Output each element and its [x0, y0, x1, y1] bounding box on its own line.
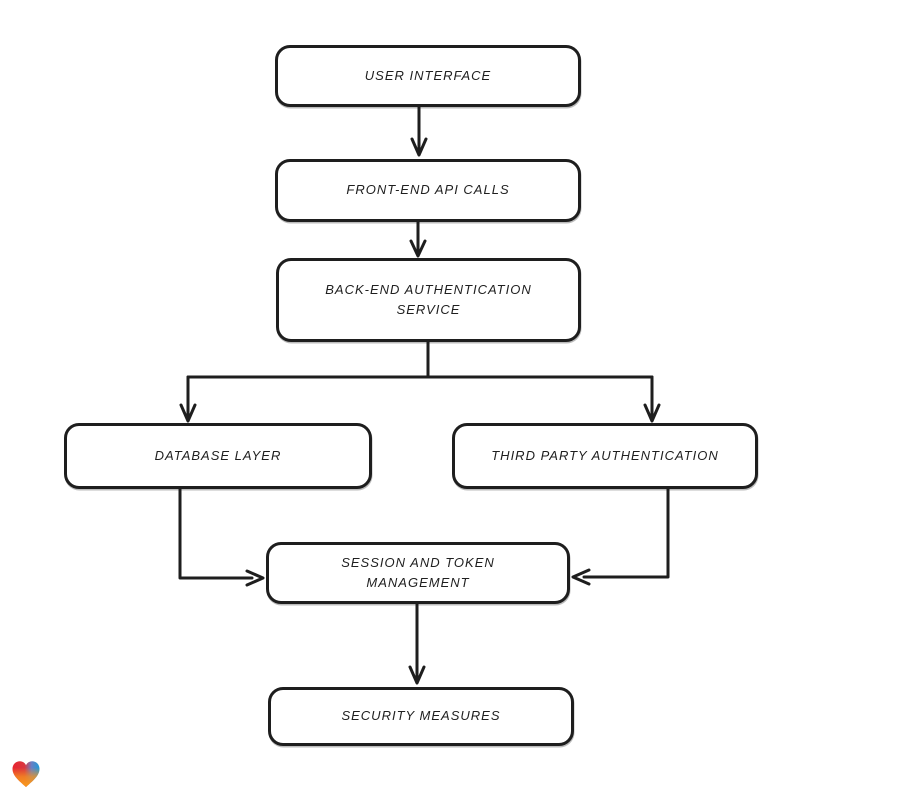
node-label: DATABASE LAYER: [154, 447, 282, 463]
node-label: FRONT-END API CALLS: [346, 182, 510, 198]
node-label: SESSION AND TOKEN MANAGEMENT: [341, 554, 495, 590]
edge-user-interface-to-front-end-api-calls: [410, 105, 428, 157]
node-third-party-authentication: THIRD PARTY AUTHENTICATION: [452, 423, 758, 489]
node-label: USER INTERFACE: [364, 67, 492, 83]
edge-back-end-auth-branch: [179, 340, 661, 423]
node-security-measures: SECURITY MEASURES: [268, 687, 574, 746]
heart-icon: [12, 761, 40, 787]
node-back-end-authentication-service: BACK-END AUTHENTICATION SERVICE: [276, 258, 581, 342]
node-session-and-token-management: SESSION AND TOKEN MANAGEMENT: [266, 542, 570, 604]
edge-front-end-api-calls-to-back-end-auth: [409, 220, 427, 258]
node-label: BACK-END AUTHENTICATION SERVICE: [325, 281, 532, 317]
edge-third-party-auth-to-session-token: [571, 487, 670, 586]
node-front-end-api-calls: FRONT-END API CALLS: [275, 159, 581, 222]
node-label: THIRD PARTY AUTHENTICATION: [491, 447, 719, 463]
node-database-layer: DATABASE LAYER: [64, 423, 372, 489]
edge-session-token-to-security-measures: [408, 602, 426, 685]
edge-database-layer-to-session-token: [178, 487, 265, 587]
node-user-interface: USER INTERFACE: [275, 45, 581, 107]
node-label: SECURITY MEASURES: [341, 708, 501, 724]
